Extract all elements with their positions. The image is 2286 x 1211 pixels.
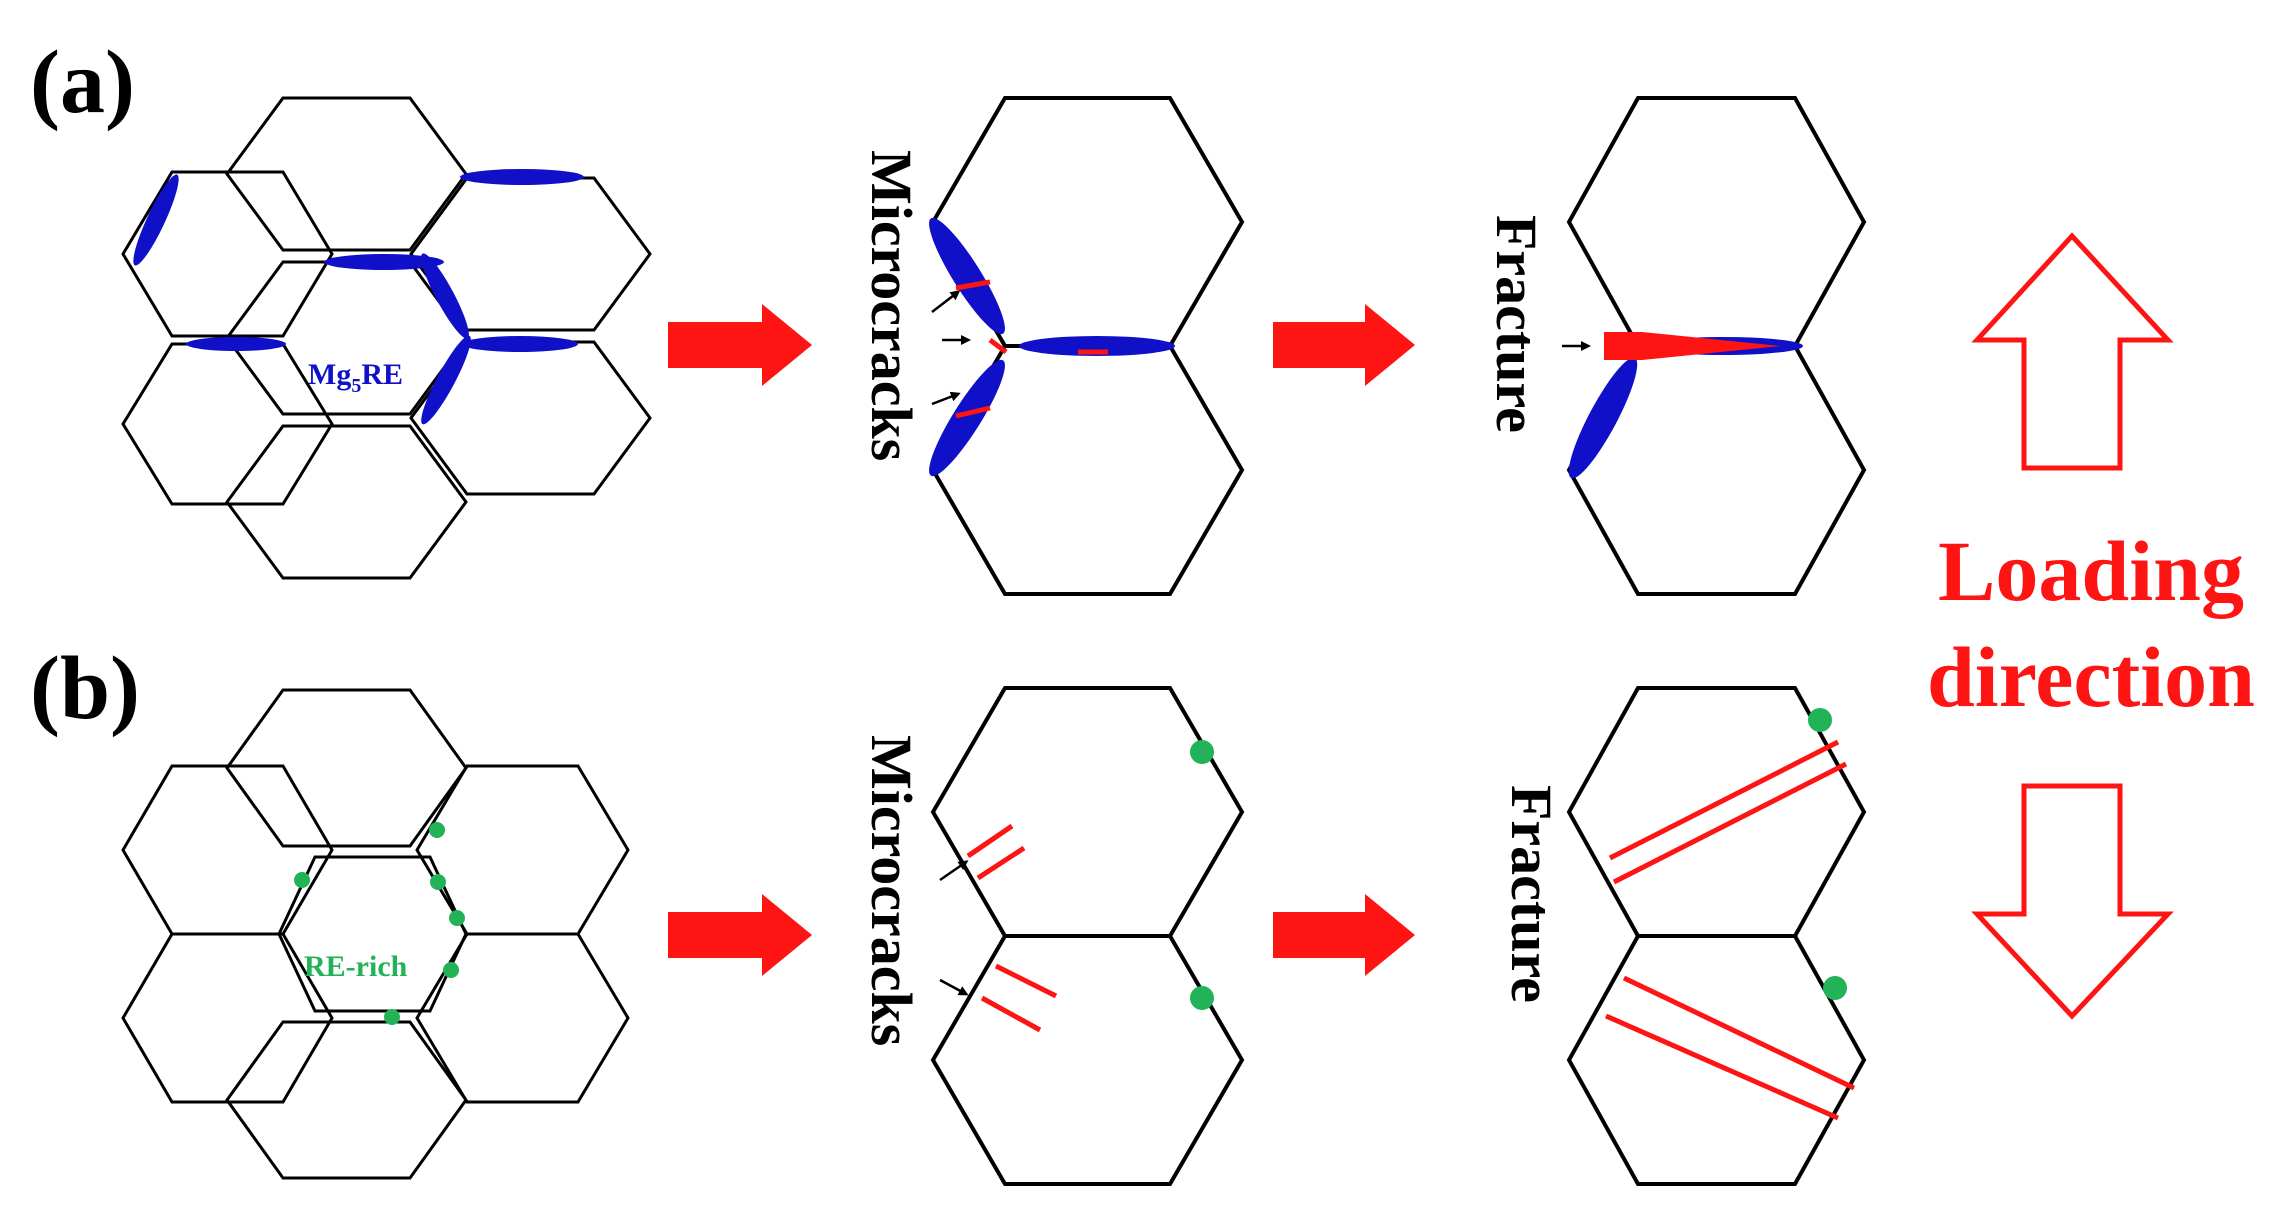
microcracks-a [955, 279, 1108, 419]
fracture-label-a: Fracture [1484, 215, 1549, 433]
microcracks-label-a: Microcracks [859, 150, 924, 461]
mg5re-label-suffix: RE [361, 358, 403, 391]
loading-arrow-up [1971, 232, 2174, 471]
microcrack-pointers-b [939, 860, 969, 996]
loading-label-line2: direction [1927, 629, 2255, 725]
microcracks-b [966, 823, 1058, 1033]
grain-pair-b-fracture [1566, 686, 1867, 1186]
loading-label-line1: Loading [1938, 523, 2244, 619]
grain-pair-b-microcracks [930, 686, 1245, 1186]
panel-a-label: (a) [30, 33, 135, 132]
process-arrow-a2 [1273, 304, 1415, 386]
process-arrow-a1 [668, 304, 812, 386]
loading-arrow-down [1971, 783, 2174, 1020]
microcracks-label-b: Microcracks [859, 735, 924, 1046]
grain-network-a [121, 96, 652, 580]
fracture-cracks-b [1604, 739, 1856, 1121]
mg5re-label-subscript: 5 [351, 375, 361, 397]
mg5re-label: Mg5RE [308, 358, 403, 397]
mg5re-particles [133, 169, 584, 425]
mg5re-particles-microcracks [929, 217, 1175, 477]
grain-network-b [121, 688, 630, 1180]
re-rich-label: RE-rich [304, 950, 408, 983]
mg5re-label-main: Mg [308, 358, 351, 391]
process-arrow-b1 [668, 894, 812, 976]
fracture-crack-a [1604, 332, 1780, 360]
mg5re-particles-fracture [1568, 337, 1803, 479]
panel-b-label: (b) [30, 639, 140, 738]
re-rich-particles-fracture [1808, 708, 1847, 1000]
re-rich-particles [294, 822, 465, 1025]
microcrack-pointers-a [931, 290, 971, 406]
re-rich-particles-microcracks [1190, 740, 1214, 1010]
process-arrow-b2 [1273, 894, 1415, 976]
fracture-label-b: Fracture [1499, 785, 1564, 1003]
